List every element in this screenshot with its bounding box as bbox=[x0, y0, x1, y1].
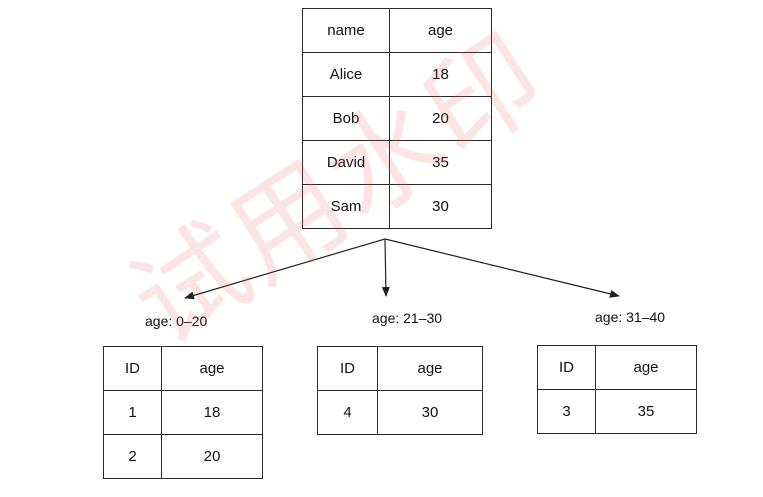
partition-cell-age: 30 bbox=[377, 390, 483, 435]
partition-header-id: ID bbox=[103, 346, 162, 391]
source-cell-age: 18 bbox=[389, 52, 492, 97]
table-row: Sam 30 bbox=[302, 184, 492, 229]
table-row: David 35 bbox=[302, 140, 492, 185]
source-cell-age: 20 bbox=[389, 96, 492, 141]
source-cell-name: David bbox=[302, 140, 390, 185]
table-row: 1 18 bbox=[103, 390, 263, 435]
arrow-to-partition-2 bbox=[384, 238, 620, 298]
source-cell-age: 30 bbox=[389, 184, 492, 229]
table-row: 3 35 bbox=[537, 389, 697, 434]
partition-header-id: ID bbox=[537, 345, 596, 390]
source-header-age: age bbox=[389, 8, 492, 53]
partition-header-age: age bbox=[595, 345, 697, 390]
partition-header-row: ID age bbox=[103, 346, 263, 391]
table-row: 2 20 bbox=[103, 434, 263, 479]
source-cell-age: 35 bbox=[389, 140, 492, 185]
partition-cell-age: 35 bbox=[595, 389, 697, 434]
partition-range-label: age: 0–20 bbox=[145, 313, 208, 329]
partition-header-id: ID bbox=[317, 346, 378, 391]
source-cell-name: Alice bbox=[302, 52, 390, 97]
table-row: Alice 18 bbox=[302, 52, 492, 97]
arrow-to-partition-1 bbox=[381, 238, 390, 297]
partition-table-0: ID age 1 18 2 20 bbox=[103, 346, 263, 479]
partition-table-1: ID age 4 30 bbox=[317, 346, 483, 435]
partition-cell-id: 3 bbox=[537, 389, 596, 434]
partition-header-row: ID age bbox=[317, 346, 483, 391]
source-cell-name: Sam bbox=[302, 184, 390, 229]
partition-cell-id: 1 bbox=[103, 390, 162, 435]
source-table-header-row: name age bbox=[302, 8, 492, 53]
source-table: name age Alice 18 Bob 20 David 35 Sam 30 bbox=[302, 8, 492, 229]
source-cell-name: Bob bbox=[302, 96, 390, 141]
table-row: 4 30 bbox=[317, 390, 483, 435]
arrow-to-partition-0 bbox=[184, 238, 386, 300]
partition-header-age: age bbox=[161, 346, 263, 391]
source-header-name: name bbox=[302, 8, 390, 53]
partition-header-row: ID age bbox=[537, 345, 697, 390]
partition-table-2: ID age 3 35 bbox=[537, 345, 697, 434]
partition-header-age: age bbox=[377, 346, 483, 391]
partition-cell-id: 2 bbox=[103, 434, 162, 479]
partition-range-label: age: 21–30 bbox=[372, 310, 443, 326]
partition-range-label: age: 31–40 bbox=[595, 309, 666, 325]
partition-cell-age: 18 bbox=[161, 390, 263, 435]
partition-cell-id: 4 bbox=[317, 390, 378, 435]
partition-cell-age: 20 bbox=[161, 434, 263, 479]
table-row: Bob 20 bbox=[302, 96, 492, 141]
